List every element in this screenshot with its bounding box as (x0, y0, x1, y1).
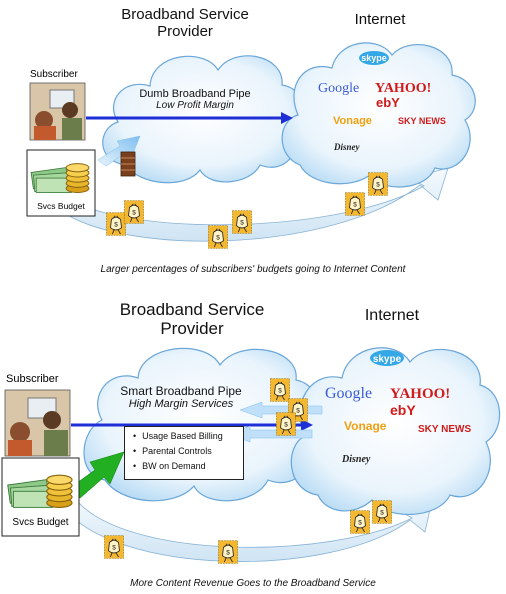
dumb-pipe-arrow (86, 112, 293, 124)
svg-text:skype: skype (361, 53, 387, 63)
logo-ebay-bottom: ebY (390, 402, 416, 418)
subscriber-label-bottom: Subscriber (6, 373, 59, 385)
cash-stack-icon-top (120, 151, 136, 177)
pipe-label-top: Dumb Broadband Pipe Low Profit Margin (122, 88, 268, 112)
logo-vonage-top: Vonage (333, 115, 372, 127)
money-bag-icon (270, 378, 290, 402)
pipe-name-bottom: Smart Broadband Pipe (120, 384, 242, 398)
pipe-margin-top: Low Profit Margin (156, 100, 234, 112)
provider-title-bottom-line1: Broadband Service (119, 300, 265, 319)
logo-disney-bottom: Disney (341, 454, 371, 465)
budget-label-bottom: Svcs Budget (12, 517, 69, 528)
logo-ebay-top: ebY (376, 95, 400, 110)
provider-title-bottom: Broadband Service Provider (92, 300, 292, 338)
provider-title-top-line2: Provider (157, 22, 213, 40)
logo-disney-top: Disney (333, 142, 361, 152)
service-item: Usage Based Billing (133, 431, 237, 441)
logo-skynews-top: SKY NEWS (398, 116, 446, 126)
budget-flow-arrow-top (97, 135, 141, 167)
money-bag-icon (345, 192, 365, 216)
budget-label-top: Svcs Budget (37, 201, 85, 211)
money-bag-icon (104, 535, 124, 559)
internet-title-bottom: Internet (364, 307, 420, 324)
money-bag-icon (232, 210, 252, 234)
subscriber-label-top: Subscriber (30, 69, 78, 80)
budget-box-top (26, 149, 96, 217)
money-bag-icon (372, 500, 392, 524)
budget-box-bottom (1, 457, 80, 537)
logo-yahoo-bottom: YAHOO! (390, 386, 450, 402)
logo-google-top: Google (318, 81, 359, 96)
provider-title-bottom-line2: Provider (160, 319, 224, 339)
pipe-label-bottom: Smart Broadband Pipe High Margin Service… (106, 384, 256, 411)
logo-google-bottom: Google (325, 385, 372, 402)
logo-vonage-bottom: Vonage (344, 419, 387, 433)
money-bag-icon (218, 540, 238, 564)
subscriber-photo-bottom (4, 389, 71, 457)
money-bag-icon (124, 200, 144, 224)
money-bag-icon (208, 225, 228, 249)
service-item: Parental Controls (133, 446, 237, 456)
money-bag-icon (106, 212, 126, 236)
caption-bottom: More Content Revenue Goes to the Broadba… (130, 578, 376, 589)
internet-title-top: Internet (354, 11, 406, 28)
service-item: BW on Demand (133, 461, 237, 471)
logo-skype-top: skype (359, 51, 389, 65)
provider-title-top: Broadband Service Provider (105, 6, 265, 41)
money-bag-icon (350, 510, 370, 534)
money-bag-icon (276, 412, 296, 436)
caption-top: Larger percentages of subscribers' budge… (100, 264, 406, 275)
pipe-name-top: Dumb Broadband Pipe (139, 88, 251, 100)
svg-text:skype: skype (373, 354, 402, 365)
logo-skynews-bottom: SKY NEWS (418, 424, 471, 435)
logo-skype-bottom: skype (370, 350, 404, 366)
provider-title-top-line1: Broadband Service (121, 6, 249, 23)
subscriber-photo-top (29, 82, 86, 141)
smart-pipe-arrow (71, 419, 313, 431)
money-bag-icon (368, 172, 388, 196)
services-list: Usage Based Billing Parental Controls BW… (124, 426, 244, 480)
pipe-margin-bottom: High Margin Services (128, 398, 234, 411)
logo-yahoo-top: YAHOO! (375, 81, 431, 96)
budget-flow-arrow-bottom (69, 451, 125, 499)
